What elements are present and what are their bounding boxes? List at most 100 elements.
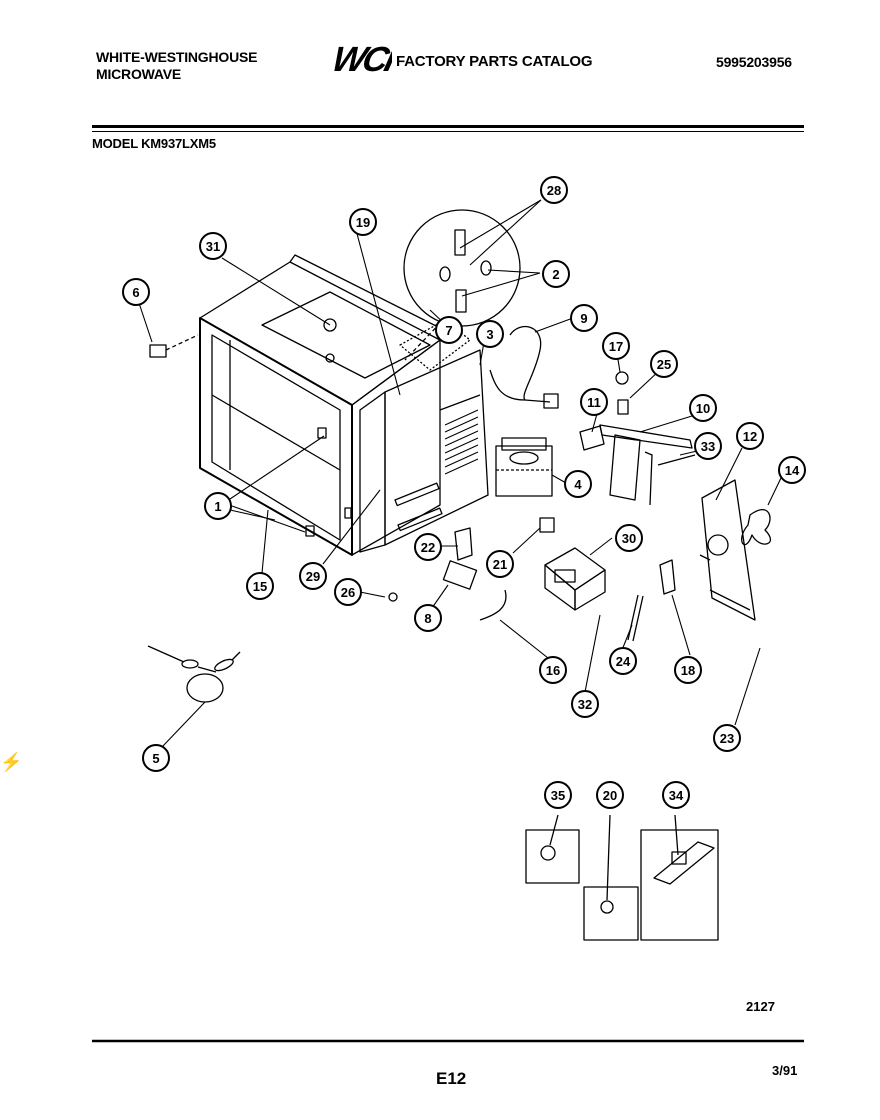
small-components [388, 517, 555, 621]
callout-circle [602, 332, 630, 360]
product-type: MICROWAVE [96, 66, 182, 82]
callout-number: 3 [486, 327, 493, 342]
callout-circle [580, 388, 608, 416]
callout-31: 31 [199, 232, 227, 260]
callout-number: 14 [785, 463, 800, 478]
callout-20: 20 [596, 781, 624, 809]
callout-circle [674, 656, 702, 684]
catalog-title: FACTORY PARTS CATALOG [396, 53, 593, 70]
callout-11: 11 [580, 388, 608, 416]
callout-circle [650, 350, 678, 378]
callout-number: 26 [341, 585, 355, 600]
brand-name: WHITE-WESTINGHOUSE [96, 49, 258, 65]
callout-16: 16 [539, 656, 567, 684]
fan-bracket [699, 479, 772, 621]
callout-19: 19 [349, 208, 377, 236]
callout-layer: 1234567891011121415161718192021222324252… [122, 176, 806, 809]
callout-number: 28 [547, 183, 561, 198]
callout-number: 2 [552, 267, 559, 282]
revision-date: 3/91 [772, 1063, 798, 1078]
model-label: MODEL KM937LXM5 [92, 136, 216, 151]
catalog-part-number: 5995203956 [716, 54, 792, 70]
callout-circle [609, 647, 637, 675]
callout-number: 22 [421, 540, 435, 555]
callout-number: 6 [132, 285, 139, 300]
callout-number: 9 [580, 311, 587, 326]
callout-circle [596, 781, 624, 809]
callout-10: 10 [689, 394, 717, 422]
callout-number: 16 [546, 663, 560, 678]
callout-12: 12 [736, 422, 764, 450]
callout-28: 28 [540, 176, 568, 204]
magnetron [495, 437, 553, 497]
callout-circle [476, 320, 504, 348]
callout-circle [414, 604, 442, 632]
callout-circle [540, 176, 568, 204]
callout-number: 30 [622, 531, 636, 546]
callout-1: 1 [204, 492, 232, 520]
callout-circle [615, 524, 643, 552]
callout-22: 22 [414, 533, 442, 561]
callout-circle [539, 656, 567, 684]
callout-17: 17 [602, 332, 630, 360]
callout-number: 7 [445, 323, 452, 338]
callout-number: 1 [214, 499, 221, 514]
callout-18: 18 [674, 656, 702, 684]
callout-24: 24 [609, 647, 637, 675]
callout-circle [142, 744, 170, 772]
callout-3: 3 [476, 320, 504, 348]
callout-23: 23 [713, 724, 741, 752]
callout-circle [486, 550, 514, 578]
callout-number: 4 [574, 477, 582, 492]
header-rule-thin [92, 131, 804, 132]
callout-circle [414, 533, 442, 561]
callout-circle [199, 232, 227, 260]
callout-number: 33 [701, 439, 715, 454]
callout-35: 35 [544, 781, 572, 809]
bracket-assembly [579, 371, 696, 506]
callout-number: 10 [696, 401, 710, 416]
callout-circle [349, 208, 377, 236]
header-rule-thick [92, 125, 804, 128]
page-code: E12 [436, 1069, 467, 1088]
callout-circle [713, 724, 741, 752]
callout-7: 7 [435, 316, 463, 344]
callout-number: 24 [616, 654, 631, 669]
callout-circle [435, 316, 463, 344]
callout-32: 32 [571, 690, 599, 718]
callout-circle [542, 260, 570, 288]
callout-circle [204, 492, 232, 520]
callout-number: 12 [743, 429, 757, 444]
callout-circle [544, 781, 572, 809]
callout-2: 2 [542, 260, 570, 288]
callout-number: 35 [551, 788, 565, 803]
inset-boxes [525, 814, 719, 941]
callout-9: 9 [570, 304, 598, 332]
callout-21: 21 [486, 550, 514, 578]
callout-4: 4 [564, 470, 592, 498]
callout-number: 19 [356, 215, 370, 230]
wire-harness [147, 645, 241, 703]
callout-number: 17 [609, 339, 623, 354]
door-latch-part [149, 334, 199, 358]
callout-circle [570, 304, 598, 332]
callout-15: 15 [246, 572, 274, 600]
callout-26: 26 [334, 578, 362, 606]
callout-circle [736, 422, 764, 450]
callout-33: 33 [694, 432, 722, 460]
logo-lettering: WCI [328, 40, 392, 76]
callout-number: 11 [587, 395, 601, 410]
callout-number: 23 [720, 731, 734, 746]
callout-number: 31 [206, 239, 220, 254]
callout-circle [662, 781, 690, 809]
callout-25: 25 [650, 350, 678, 378]
callout-29: 29 [299, 562, 327, 590]
callout-number: 21 [493, 557, 507, 572]
wci-logo: WCI [328, 40, 392, 76]
callout-number: 5 [152, 751, 159, 766]
callout-number: 15 [253, 579, 267, 594]
callout-circle [334, 578, 362, 606]
callout-circle [689, 394, 717, 422]
callout-30: 30 [615, 524, 643, 552]
